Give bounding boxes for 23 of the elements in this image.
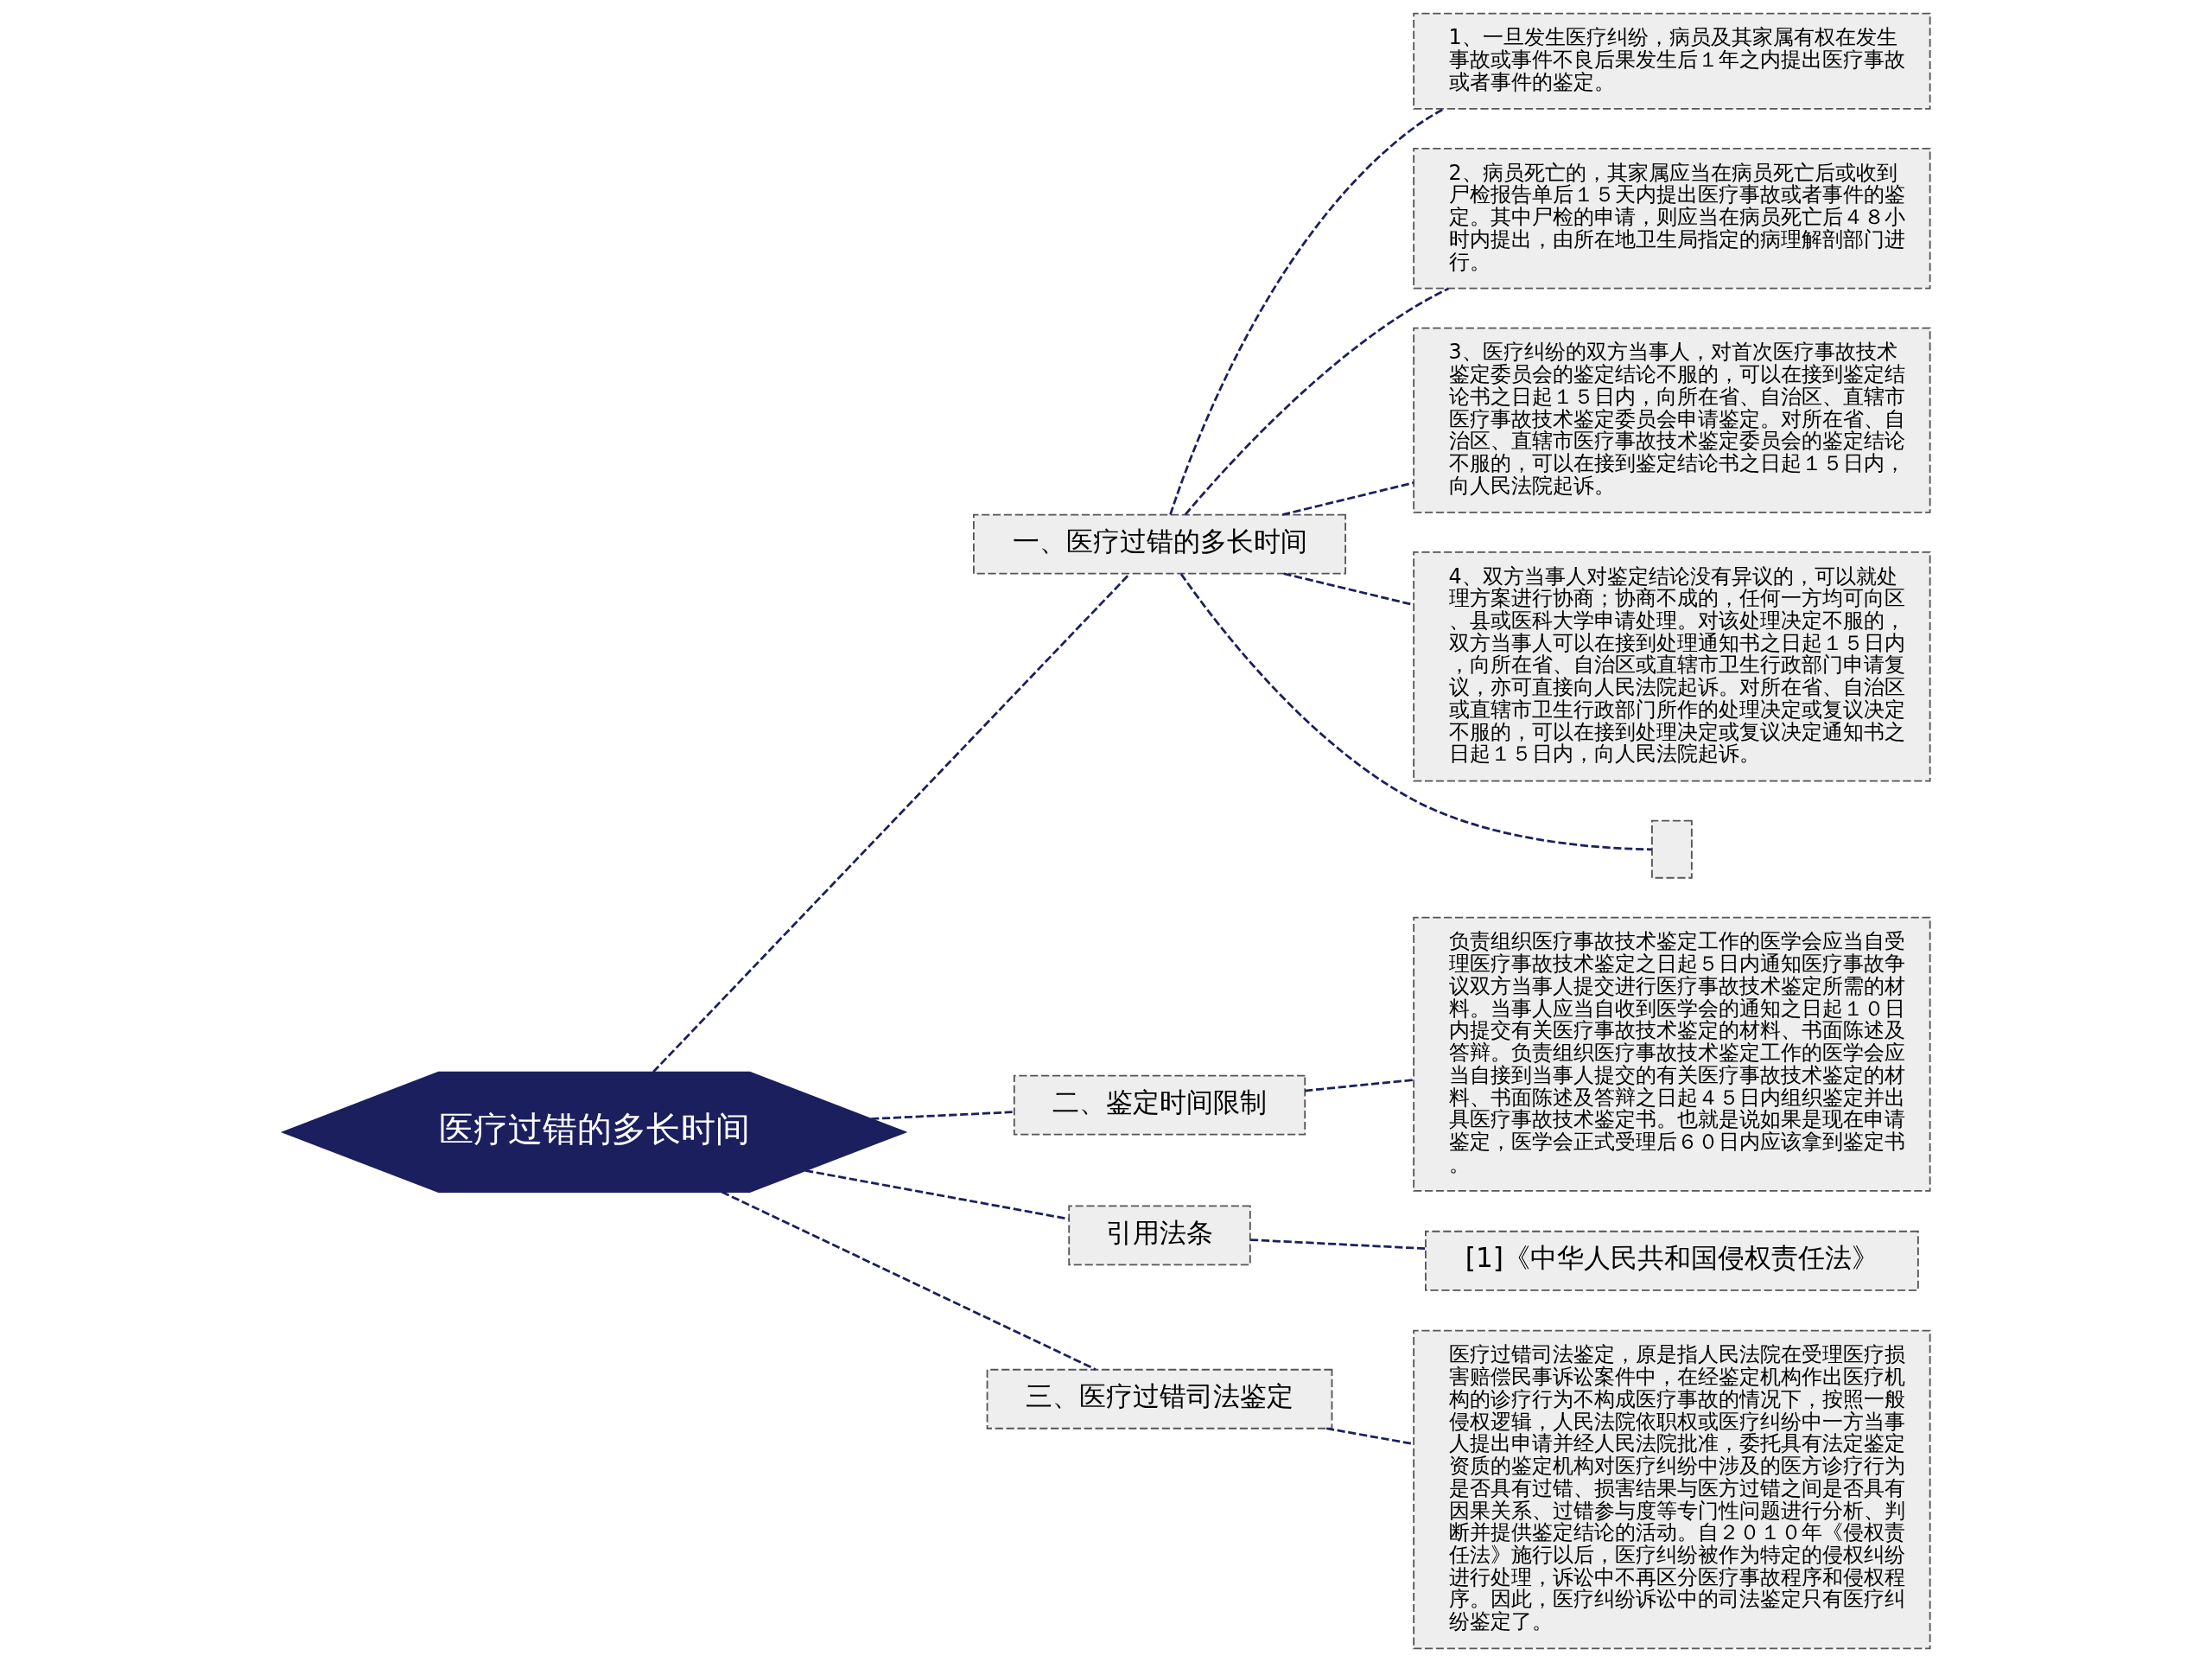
node-box: 引用法条: [1067, 1205, 1251, 1266]
connector: [1325, 1427, 1414, 1445]
connector: [1168, 107, 1445, 515]
node-box: 一、医疗过错的多长时间: [972, 513, 1346, 575]
connector: [1281, 481, 1414, 516]
connector: [804, 1169, 1069, 1220]
node-box: 三、医疗过错司法鉴定: [986, 1368, 1332, 1430]
connector: [1249, 1239, 1426, 1251]
node-box: [1]《中华人民共和国侵权责任法》: [1424, 1230, 1919, 1291]
connector: [1304, 1079, 1414, 1092]
connector: [870, 1111, 1014, 1120]
connector: [1179, 573, 1651, 851]
node-box: 负责组织医疗事故技术鉴定工作的医学会应当自受理医疗事故技术鉴定之日起５日内通知医疗事故争议双方当事人提交进行医疗事故技术鉴定所需的材料。当事人应当自收到医学会的通知之日起１０日内提交有关医疗事故技术鉴定的材料、书面陈述及答辩。负责组织医疗事故技术鉴定工作的医学会应当自接到当事人提交的有关医疗事故技术鉴定的材料、书面陈述及答辩之日起４５日内组织鉴定并出具医疗事故技术鉴定书。也就是说如果是现在申请鉴定，医学会正式受理后６０日内应该拿到鉴定书。: [1412, 916, 1931, 1192]
node-box: 医疗过错司法鉴定，原是指人民法院在受理医疗损害赔偿民事诉讼案件中，在经鉴定机构作出医疗机构的诊疗行为不构成医疗事故的情况下，按照一般侵权逻辑，人民法院依职权或医疗纠纷中一方当事人提出申请并经人民法院批准，委托具有法定鉴定资质的鉴定机构对医疗纠纷中涉及的医方诊疗行为是否具有过错、损害结果与医方过错之间是否具有因果关系、过错参与度等专门性问题进行分析、判断并提供鉴定结论的活动。自２０１０年《侵权责任法》施行以后，医疗纠纷被作为特定的侵权纠纷进行处理，诉讼中不再区分医疗事故程序和侵权程序。因此，医疗纠纷诉讼中的司法鉴定只有医疗纠纷鉴定了。: [1412, 1329, 1931, 1650]
connector: [1184, 287, 1449, 516]
node-box: 3、医疗纠纷的双方当事人，对首次医疗事故技术鉴定委员会的鉴定结论不服的，可以在接到鉴定结论书之日起１５日内，向所在省、自治区、直辖市医疗事故技术鉴定委员会申请鉴定。对所在省、自治区、直辖市医疗事故技术鉴定委员会的鉴定结论不服的，可以在接到鉴定结论书之日起１５日内，向人民法院起诉。: [1412, 327, 1931, 513]
node-box: 2、病员死亡的，其家属应当在病员死亡后或收到尸检报告单后１５天内提出医疗事故或者事件的鉴定。其中尸检的申请，则应当在病员死亡后４８小时内提出，由所在地卫生局指定的病理解剖部门进行。: [1412, 148, 1931, 290]
connector: [721, 1190, 1096, 1371]
node-box: 4、双方当事人对鉴定结论没有异议的，可以就处理方案进行协商；协商不成的，任何一方均可向区、县或医科大学申请处理。对该处理决定不服的，双方当事人可以在接到处理通知书之日起１５日内，向所在省、自治区或直辖市卫生行政部门申请复议，亦可直接向人民法院起诉。对所在省、自治区或直辖市卫生行政部门所作的处理决定或复议决定不服的，可以在接到处理决定或复议决定通知书之日起１５日内，向人民法院起诉。: [1412, 551, 1931, 782]
connector: [652, 573, 1130, 1073]
node-box: 1、一旦发生医疗纠纷，病员及其家属有权在发生事故或事件不良后果发生后１年之内提出医疗事故或者事件的鉴定。: [1412, 12, 1931, 110]
node-box: 二、鉴定时间限制: [1013, 1074, 1306, 1136]
node-box: [1650, 819, 1693, 879]
